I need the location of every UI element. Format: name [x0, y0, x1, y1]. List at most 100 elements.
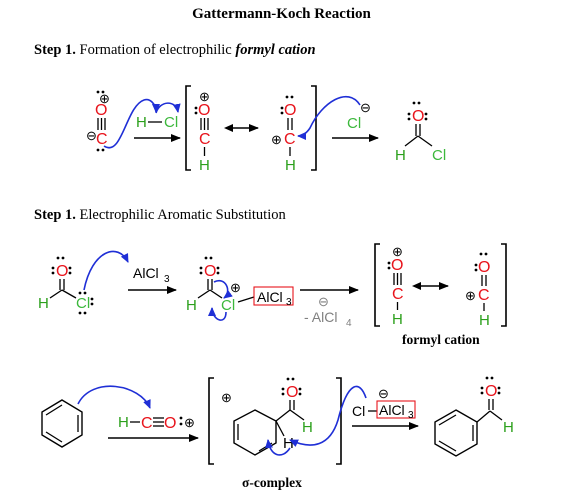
plus-charge: ⊕	[99, 91, 110, 106]
step-2-label: Step 1.	[34, 207, 76, 223]
oxygen-atom: O	[284, 102, 296, 119]
curved-arrow	[289, 385, 367, 447]
left-bracket	[208, 377, 214, 465]
minus-alcl4-byproduct: ⊖ - AlCl 4	[304, 294, 352, 329]
formyl-cation-triple: ⊕ O C H	[194, 89, 211, 174]
alcl3-subscript: 3	[164, 274, 170, 285]
formyl-cation-reagent: H C O ⊕	[118, 414, 195, 432]
sigma-complex: ⊕ O H H	[221, 377, 313, 456]
formyl-cation-double: O ⊕ C H	[465, 252, 490, 329]
step-1-label: Step 1.	[34, 42, 76, 58]
curved-arrow	[208, 307, 227, 321]
hydrogen-atom: H	[392, 311, 403, 328]
chlorine-atom: Cl	[432, 147, 446, 164]
right-bracket	[501, 243, 507, 327]
plus-charge: ⊕	[465, 288, 476, 303]
curved-arrow	[213, 279, 233, 299]
oxygen-atom: O	[391, 257, 403, 274]
oxygen-atom: O	[286, 384, 298, 401]
chlorine-label: Cl	[352, 403, 365, 419]
alcl3-subscript: 3	[408, 410, 414, 421]
alcl4-label: - AlCl	[304, 309, 337, 325]
carbon-atom: C	[96, 131, 108, 148]
step-2-text: Electrophilic Aromatic Substitution	[79, 207, 286, 223]
hydrogen-atom: H	[118, 414, 129, 431]
oxygen-atom: O	[164, 415, 176, 432]
carbon-atom: C	[284, 131, 296, 148]
chlorine-atom: Cl	[76, 295, 90, 312]
step-2-heading: Step 1. Electrophilic Aromatic Substitut…	[34, 207, 286, 224]
curved-arrow	[83, 250, 129, 291]
alcl3-label: AlCl	[257, 289, 283, 305]
alcl4-subscript: 4	[346, 318, 352, 329]
formyl-cation-caption: formyl cation	[402, 332, 480, 347]
oxygen-atom: O	[204, 263, 216, 280]
curved-arrow	[103, 98, 160, 149]
formyl-chloride: O H Cl	[395, 101, 446, 164]
carbon-atom: C	[199, 131, 211, 148]
minus-charge: ⊖	[378, 386, 389, 401]
benzene-ring	[41, 399, 83, 448]
plus-charge: ⊕	[271, 132, 282, 147]
formyl-cation-double: O ⊕ C H	[271, 95, 296, 174]
alcl3-box	[253, 286, 294, 306]
formyl-chloride-reactant: O H Cl	[38, 256, 94, 315]
chlorine-atom: Cl	[347, 115, 361, 132]
curved-arrow	[155, 102, 181, 114]
minus-charge: ⊖	[86, 128, 97, 143]
tetrachloroaluminate: ⊖ Cl AlCl 3	[352, 386, 416, 421]
alcl3-subscript: 3	[286, 297, 292, 308]
plus-charge: ⊕	[392, 244, 403, 259]
formyl-chloride-alcl3-complex: O H Cl ⊕ AlCl 3	[186, 256, 294, 314]
left-bracket	[185, 85, 191, 171]
hydrogen-atom: H	[285, 157, 296, 174]
curved-arrow	[265, 439, 291, 456]
plus-charge: ⊕	[199, 89, 210, 104]
hydrogen-atom: H	[199, 157, 210, 174]
right-bracket	[336, 377, 342, 465]
step-1-emphasis: formyl cation	[235, 42, 316, 58]
hydrogen-atom: H	[38, 295, 49, 312]
formyl-cation-triple: ⊕ O C H	[387, 244, 404, 328]
minus-charge: ⊖	[360, 100, 371, 115]
oxygen-atom: O	[95, 102, 107, 119]
alcl3-label: AlCl	[133, 265, 159, 281]
carbon-atom: C	[392, 286, 404, 303]
alcl3-reagent: AlCl 3	[133, 265, 170, 285]
hydrogen-atom: H	[395, 147, 406, 164]
oxygen-atom: O	[412, 108, 424, 125]
plus-charge: ⊕	[221, 390, 232, 405]
carbon-atom: C	[141, 415, 153, 432]
oxygen-atom: O	[198, 102, 210, 119]
plus-charge: ⊕	[184, 415, 195, 430]
chlorine-atom: Cl	[221, 297, 235, 314]
carbon-monoxide: ⊕ O ⊖ C	[86, 90, 110, 152]
hydrogen-chloride: H Cl	[136, 102, 181, 131]
alcl3-label: AlCl	[379, 402, 405, 418]
curved-arrow	[77, 385, 151, 409]
chlorine-atom: Cl	[164, 114, 178, 131]
hydrogen-atom: H	[283, 435, 294, 452]
oxygen-atom: O	[56, 263, 68, 280]
minus-charge: ⊖	[318, 294, 329, 309]
carbon-atom: C	[478, 287, 490, 304]
hydrogen-atom: H	[186, 297, 197, 314]
hydrogen-atom: H	[503, 419, 514, 436]
plus-charge: ⊕	[230, 280, 241, 295]
oxygen-atom: O	[478, 259, 490, 276]
left-bracket	[374, 243, 380, 327]
curved-arrow	[297, 95, 361, 140]
right-bracket	[311, 85, 317, 171]
step-1-text: Formation of electrophilic	[79, 42, 236, 58]
benzaldehyde: O H	[434, 376, 514, 457]
chloride-ion: ⊖ Cl	[347, 100, 371, 132]
hydrogen-atom: H	[136, 114, 147, 131]
hydrogen-atom: H	[302, 419, 313, 436]
alcl3-box	[376, 400, 416, 419]
sigma-complex-caption: σ-complex	[242, 475, 302, 490]
page-title: Gattermann-Koch Reaction	[192, 6, 371, 22]
hydrogen-atom: H	[479, 312, 490, 329]
oxygen-atom: O	[485, 383, 497, 400]
